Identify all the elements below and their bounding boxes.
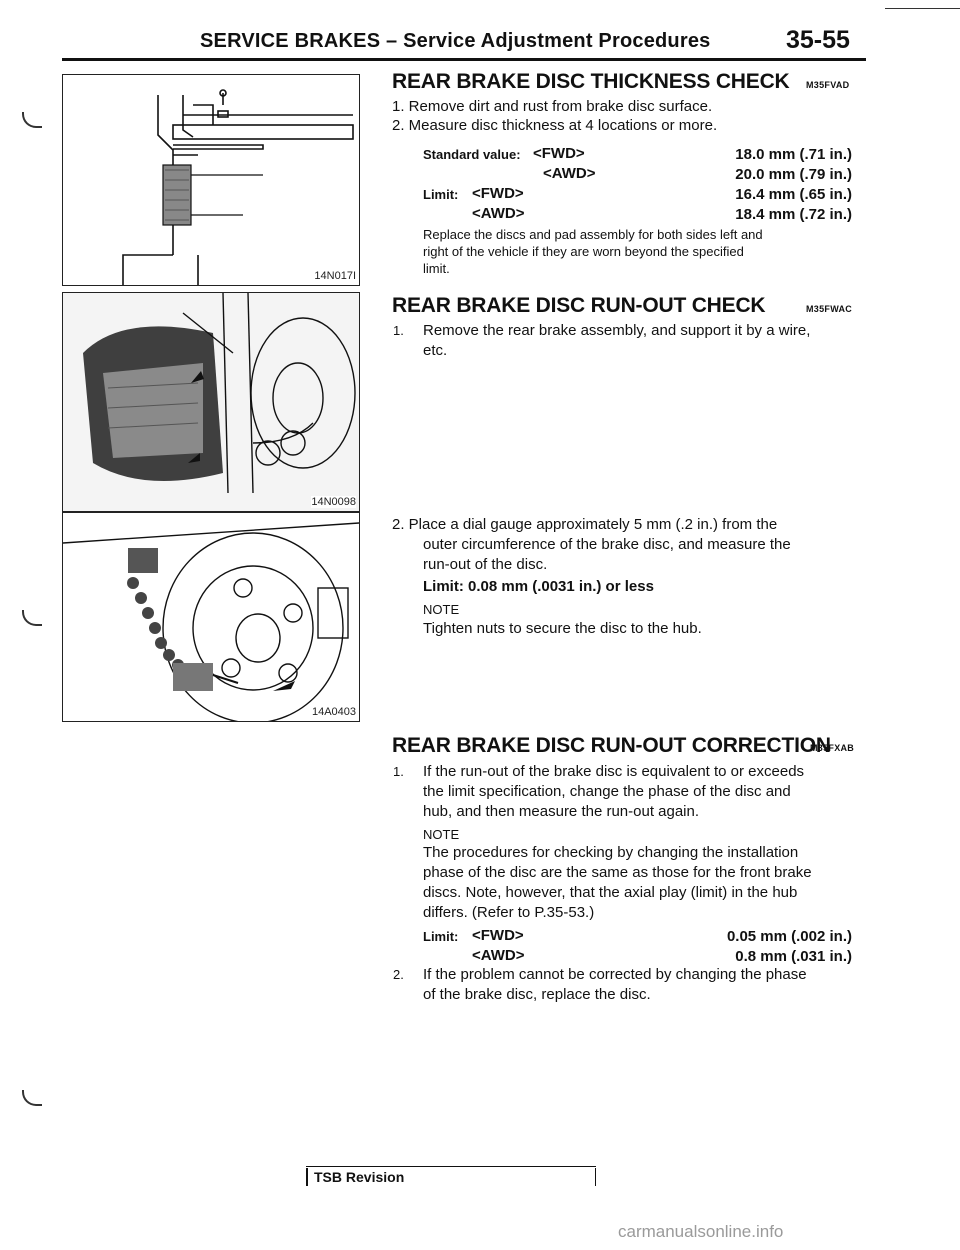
correction-note-label: NOTE — [423, 827, 460, 842]
limit-fwd-tag: <FWD> — [472, 185, 524, 202]
thickness-note-line-1: Replace the discs and pad assembly for b… — [423, 227, 763, 242]
runout-step-1-number: 1. — [393, 323, 404, 338]
binder-mark — [22, 610, 42, 626]
spec-std-awd-value: 20.0 mm (.79 in.) — [735, 166, 852, 183]
correction-step-2-number: 2. — [393, 967, 404, 982]
header-rule — [62, 58, 866, 61]
brake-assembly-illustration — [63, 293, 359, 511]
page-number: 35-55 — [786, 26, 850, 54]
correction-step-1-line-3: hub, and then measure the run-out again. — [423, 803, 700, 820]
correction-note-line-2: phase of the disc are the same as those … — [423, 864, 812, 881]
thickness-note-line-2: right of the vehicle if they are worn be… — [423, 244, 744, 259]
binder-mark — [22, 112, 42, 128]
spec-label-limit: Limit: — [423, 187, 459, 202]
correction-fwd-tag: <FWD> — [472, 927, 524, 944]
tsb-revision-label: TSB Revision — [314, 1169, 405, 1185]
correction-step-2-line-1: If the problem cannot be corrected by ch… — [423, 966, 807, 983]
page-header-title: SERVICE BRAKES – Service Adjustment Proc… — [200, 30, 711, 52]
thickness-step-2: 2. Measure disc thickness at 4 locations… — [392, 117, 718, 134]
figure-label: 14N017I — [314, 270, 356, 282]
spec-awd-tag: <AWD> — [543, 165, 596, 182]
runout-step-2-line-1: 2. Place a dial gauge approximately 5 mm… — [392, 516, 778, 533]
spec-lim-awd-value: 18.4 mm (.72 in.) — [735, 206, 852, 223]
limit-awd-tag: <AWD> — [472, 205, 525, 222]
correction-note-line-1: The procedures for checking by changing … — [423, 844, 799, 861]
correction-note-line-3: discs. Note, however, that the axial pla… — [423, 884, 798, 901]
correction-awd-tag: <AWD> — [472, 947, 525, 964]
runout-step-1-line-1: Remove the rear brake assembly, and supp… — [423, 322, 811, 339]
correction-step-1-number: 1. — [393, 764, 404, 779]
figure-caliper: 14N017I — [62, 74, 360, 286]
correction-step-1-line-2: the limit specification, change the phas… — [423, 783, 791, 800]
caliper-illustration — [122, 89, 354, 285]
correction-step-2-line-2: of the brake disc, replace the disc. — [423, 986, 651, 1003]
figure-label: 14N0098 — [311, 496, 356, 508]
runout-limit: Limit: 0.08 mm (.0031 in.) or less — [423, 578, 654, 595]
figure-label: 14A0403 — [311, 706, 356, 718]
dial-gauge-illustration — [63, 522, 359, 721]
tsb-left-bar — [306, 1168, 308, 1186]
correction-limit-label: Limit: — [423, 929, 459, 944]
section-code: M35FVAD — [806, 80, 850, 90]
runout-step-2-line-3: run-out of the disc. — [423, 556, 548, 573]
correction-step-1-line-1: If the run-out of the brake disc is equi… — [423, 763, 805, 780]
spec-fwd-tag: <FWD> — [533, 145, 585, 162]
section-code: M35FXAB — [810, 743, 855, 753]
thickness-note-line-3: limit. — [423, 261, 450, 276]
top-rule — [885, 8, 960, 9]
section-title-thickness: REAR BRAKE DISC THICKNESS CHECK — [392, 70, 790, 93]
runout-step-2-line-2: outer circumference of the brake disc, a… — [423, 536, 791, 553]
tsb-top-rule — [306, 1166, 596, 1167]
section-title-runout-check: REAR BRAKE DISC RUN-OUT CHECK — [392, 294, 766, 317]
runout-note-text: Tighten nuts to secure the disc to the h… — [423, 620, 702, 637]
section-code: M35FWAC — [806, 304, 853, 314]
runout-step-1-line-2: etc. — [423, 342, 448, 359]
thickness-step-1: 1. Remove dirt and rust from brake disc … — [392, 98, 713, 115]
figure-brake-assembly: 14N0098 — [62, 292, 360, 512]
correction-lim-awd-value: 0.8 mm (.031 in.) — [735, 948, 852, 965]
binder-mark — [22, 1090, 42, 1106]
correction-lim-fwd-value: 0.05 mm (.002 in.) — [726, 928, 852, 945]
runout-note-label: NOTE — [423, 602, 460, 617]
section-title-runout-correction: REAR BRAKE DISC RUN-OUT CORRECTION — [392, 734, 831, 757]
spec-std-fwd-value: 18.0 mm (.71 in.) — [735, 146, 852, 163]
figure-dial-gauge: 14A0403 — [62, 512, 360, 722]
watermark: carmanualsonline.info — [618, 1222, 784, 1241]
spec-lim-fwd-value: 16.4 mm (.65 in.) — [735, 186, 852, 203]
tsb-revision-box: TSB Revision — [306, 1166, 596, 1188]
tsb-right-bar — [594, 1168, 596, 1186]
spec-label-standard: Standard value: — [423, 147, 521, 162]
correction-note-line-4: differs. (Refer to P.35-53.) — [423, 904, 595, 921]
